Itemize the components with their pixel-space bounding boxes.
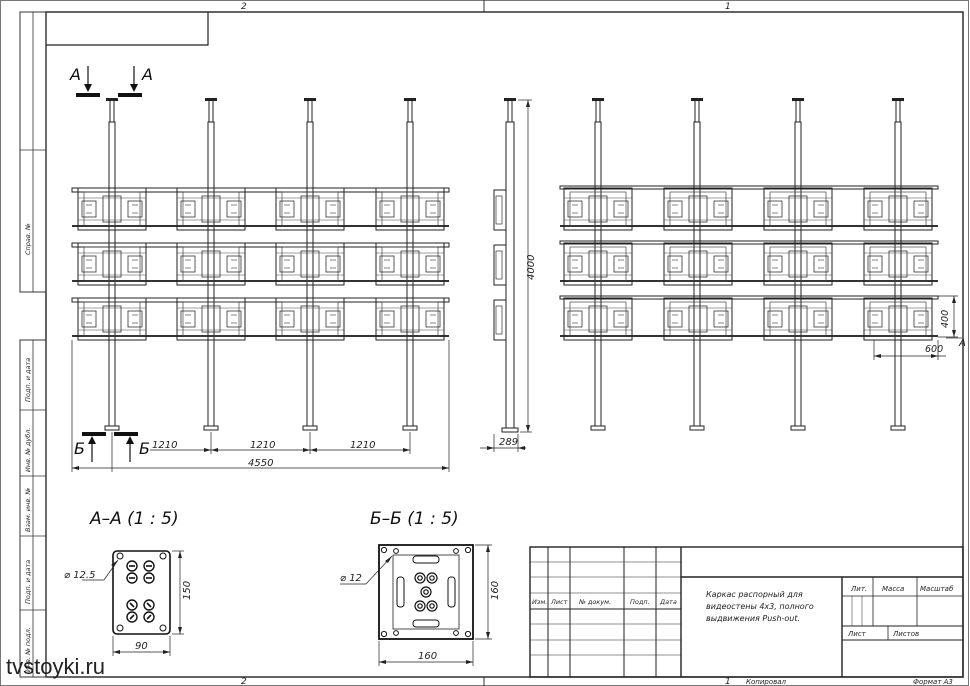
zone-label-top-left: 2 [241, 2, 247, 12]
side-view [493, 98, 519, 433]
tb-header-sheet: Лист [550, 598, 568, 606]
strip-label-sign-date-2: Подп. и дата [24, 560, 32, 604]
tb-mass: Масса [882, 585, 904, 593]
strip-label-inv-orig: Инв. № подл. [24, 627, 32, 672]
dim-screen-height: 400 [940, 310, 951, 328]
tb-description-line-1: Каркас распорный для [706, 590, 803, 599]
section-a-side-letter: А [958, 338, 966, 349]
front-view [71, 97, 450, 431]
section-b-letter-right: Б [139, 439, 150, 458]
tb-description-line-2: видеостены 4х3, полного [706, 602, 814, 611]
dim-spacing-2: 1210 [250, 440, 275, 451]
tb-description-line-3: выдвижения Push-out. [706, 614, 800, 623]
section-a-width: 90 [135, 641, 148, 652]
section-b-plate [378, 544, 474, 640]
tb-format: Формат А3 [913, 678, 953, 686]
section-mark-b [82, 432, 138, 462]
dim-screen-width: 600 [925, 344, 943, 355]
dim-overall-width: 4550 [248, 458, 273, 469]
strip-label-sign-date-1: Подп. и дата [24, 358, 32, 402]
dim-spacing-1: 1210 [152, 440, 177, 451]
tb-lit: Лит. [850, 585, 867, 593]
back-view [559, 97, 939, 431]
section-a-title: А–А (1 : 5) [89, 509, 179, 529]
tb-scale: Масштаб [920, 585, 954, 593]
section-b-hole-dia: ⌀ 12 [340, 573, 362, 584]
top-stamp-box [46, 12, 209, 46]
tb-header-change: Изм. [532, 598, 547, 606]
section-a-height: 150 [182, 581, 193, 600]
title-block [529, 546, 964, 678]
section-a-letter-right: А [141, 65, 153, 84]
strip-label-inv-dubl: Инв. № дубл. [24, 428, 32, 472]
left-strip [19, 11, 47, 678]
front-dim-arrows [72, 448, 449, 470]
dim-depth: 289 [499, 437, 518, 448]
watermark: tvstoyki.ru [6, 654, 105, 679]
dim-height: 4000 [526, 255, 537, 280]
tb-copied: Копировал [746, 678, 787, 686]
tb-sheets: Листов [892, 630, 919, 638]
section-a-plate [112, 550, 171, 635]
strip-label-ref-no: Справ. № [24, 223, 32, 255]
section-a-letter-left: А [69, 65, 81, 84]
section-a-hole-dia: ⌀ 12.5 [64, 570, 95, 581]
tb-header-date: Дата [659, 598, 677, 606]
section-b-title: Б–Б (1 : 5) [370, 509, 459, 529]
dim-spacing-3: 1210 [350, 440, 375, 451]
section-b-width: 160 [418, 651, 437, 662]
tb-sheet: Лист [847, 630, 867, 638]
section-b-letter-left: Б [74, 439, 85, 458]
tb-header-doc-no: № докум. [578, 598, 611, 606]
section-b-height: 160 [490, 581, 501, 600]
section-mark-a [76, 66, 142, 97]
zone-label-bottom-right: 1 [725, 677, 731, 686]
tb-header-sign: Подп. [630, 598, 650, 606]
zone-label-bottom-left: 2 [241, 677, 247, 686]
zone-label-top-right: 1 [725, 2, 731, 12]
front-dimensions [71, 340, 450, 472]
strip-label-replace-inv: Взам. инв. № [24, 488, 32, 532]
